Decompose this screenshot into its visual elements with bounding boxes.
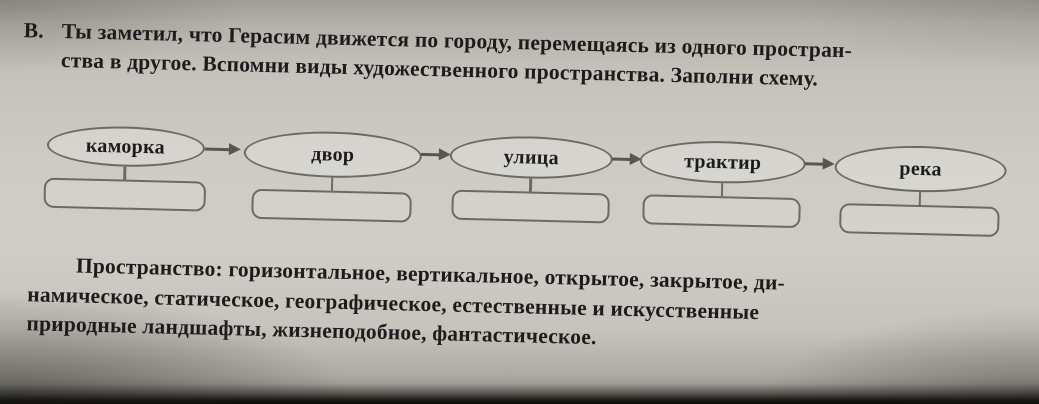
arrow-right-icon	[420, 148, 451, 161]
task-letter-label: В.	[23, 18, 45, 43]
node-label: улица	[503, 145, 560, 169]
arrow-right-icon	[611, 152, 642, 166]
node-ellipse: река	[834, 143, 1008, 195]
diagram-node: каморка	[41, 124, 208, 212]
answer-box[interactable]	[839, 203, 1000, 237]
node-ellipse: двор	[243, 129, 423, 180]
diagram-node: двор	[241, 129, 423, 223]
diagram-node: улица	[447, 134, 614, 224]
node-label: каморка	[85, 134, 166, 159]
arrow-right-icon	[204, 143, 242, 156]
diagram-node: трактир	[637, 139, 807, 229]
answer-box[interactable]	[42, 177, 206, 212]
answer-box[interactable]	[642, 194, 801, 229]
space-scheme-diagram: каморка двор	[0, 123, 1036, 268]
answer-box[interactable]	[450, 189, 610, 224]
node-connector-line	[918, 192, 922, 206]
node-connector-line	[529, 178, 533, 192]
node-connector-line	[123, 166, 127, 180]
arrow-right-icon	[804, 157, 835, 170]
task-text: Ты заметил, что Герасим движется по горо…	[61, 17, 1024, 99]
node-connector-line	[330, 177, 334, 191]
node-label: река	[899, 157, 943, 181]
answer-box[interactable]	[251, 188, 412, 223]
node-ellipse: улица	[449, 134, 614, 181]
node-ellipse: каморка	[45, 124, 205, 169]
space-types-paragraph: Пространство: горизонтальное, вертикальн…	[26, 250, 1006, 363]
node-ellipse: трактир	[639, 139, 807, 186]
diagram-node: река	[831, 143, 1009, 237]
node-label: двор	[310, 142, 355, 166]
node-label: трактир	[683, 149, 762, 174]
task-paragraph: В. Ты заметил, что Герасим движется по г…	[23, 16, 1024, 98]
node-connector-line	[720, 183, 724, 197]
